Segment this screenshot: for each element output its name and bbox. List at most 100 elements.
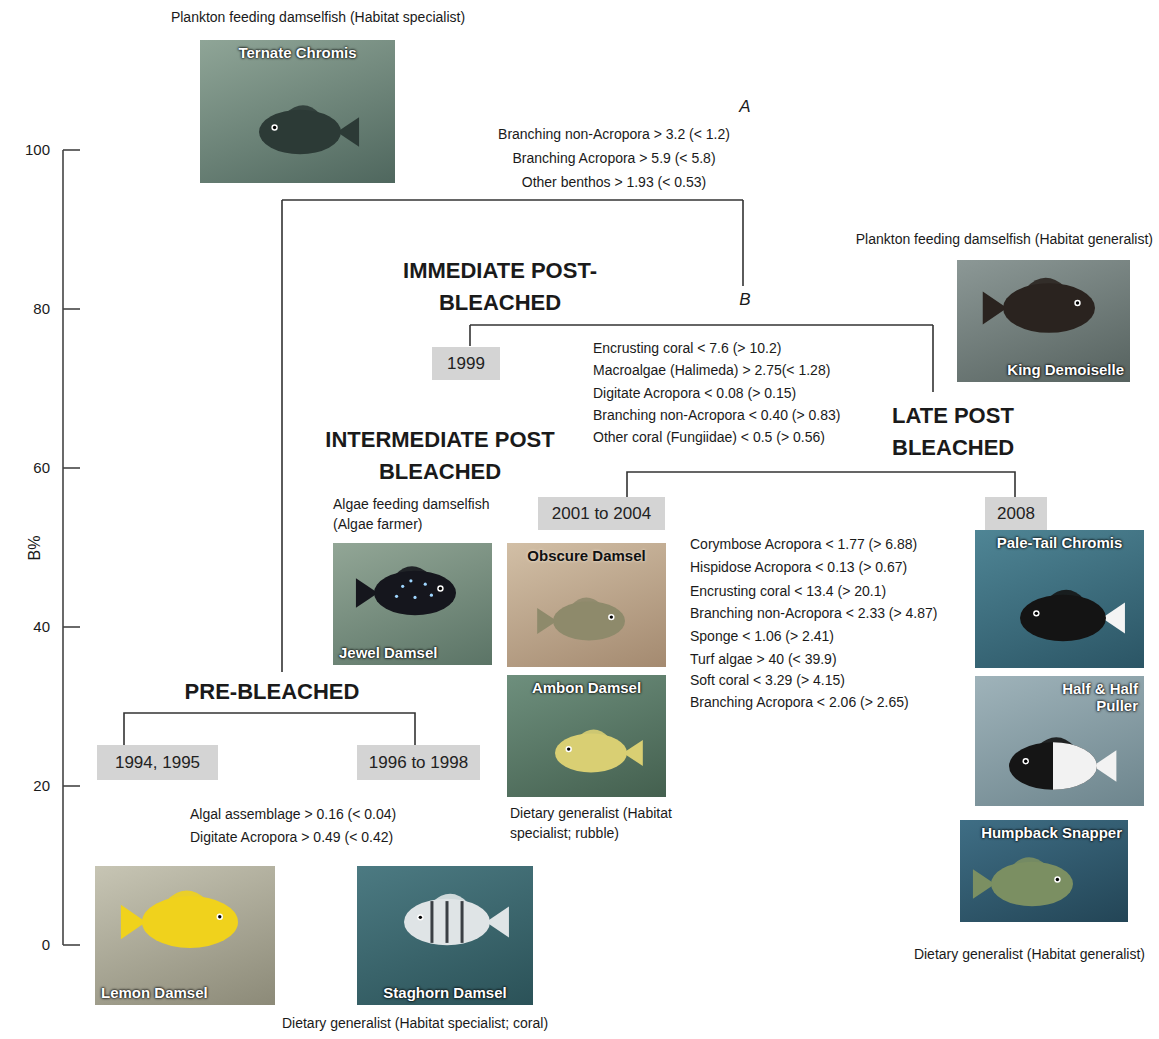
fish-eye (1033, 610, 1039, 616)
split-criterion: Turf algae > 40 (< 39.9) (690, 651, 837, 668)
branch-line (469, 325, 471, 346)
fish-pattern (461, 901, 464, 943)
fish-name: Obscure Damsel (513, 547, 660, 564)
axis-tick (63, 944, 80, 946)
fish-eye (1074, 300, 1080, 306)
fish-eye (1056, 878, 1059, 881)
fish-name: Lemon Damsel (101, 984, 269, 1001)
axis-tick (63, 149, 80, 151)
fish-illustration (200, 40, 395, 183)
axis-tick (63, 626, 80, 628)
fish-shape (973, 857, 1073, 906)
fish-body (374, 571, 456, 615)
branch-line (282, 199, 743, 201)
fish-eye (565, 746, 571, 752)
fish-eye (439, 587, 442, 590)
year-label: 2001 to 2004 (552, 504, 651, 524)
guild-caption: Algae feeding damselfish (Algae farmer) (333, 494, 513, 534)
fish-body (1009, 742, 1097, 790)
guild-caption: Dietary generalist (Habitat generalist) (914, 946, 1145, 963)
fish-body (555, 734, 627, 773)
fish-shape (555, 729, 643, 772)
fish-eye (417, 914, 423, 920)
branch-line (742, 200, 744, 286)
year-label: 2008 (997, 504, 1035, 524)
fish-shape (356, 566, 456, 615)
fish-pattern (401, 585, 404, 588)
split-criterion: Branching non-Acropora > 3.2 (< 1.2) (498, 126, 730, 143)
axis-tick (63, 467, 80, 469)
fish-eye (273, 126, 276, 129)
fish-eye (271, 124, 277, 130)
axis-tick-label: 60 (33, 459, 50, 477)
fish-pattern (1053, 742, 1097, 790)
fish-eye (1023, 758, 1029, 764)
fish-name: Ternate Chromis (206, 44, 389, 61)
split-criterion: Encrusting coral < 13.4 (> 20.1) (690, 583, 886, 600)
year-label: 1999 (447, 354, 485, 374)
branch-line (281, 200, 283, 672)
period-heading: PRE-BLEACHED (185, 679, 360, 705)
fish-pattern (430, 594, 433, 597)
fish-body (404, 899, 490, 945)
fish-photo: Jewel Damsel (333, 543, 492, 665)
node-letter: B (739, 290, 750, 310)
fish-shape (404, 894, 509, 945)
year-box: 1999 (432, 347, 500, 380)
split-criterion: Macroalgae (Halimeda) > 2.75(< 1.28) (593, 362, 830, 379)
year-label: 1996 to 1998 (369, 753, 468, 773)
fish-name: Jewel Damsel (339, 644, 486, 661)
fish-photo: Humpback Snapper (960, 820, 1128, 922)
fish-body (1020, 595, 1106, 641)
fish-photo: Staghorn Damsel (357, 866, 533, 1005)
fish-eye (218, 915, 221, 918)
fish-shape (983, 278, 1095, 333)
node-letter: A (739, 97, 750, 117)
branch-line (470, 324, 933, 326)
period-heading: IMMEDIATE POST-BLEACHED (375, 255, 625, 319)
fish-eye (1024, 760, 1027, 763)
fish-eye (1054, 876, 1060, 882)
fish-shape (537, 597, 625, 640)
fish-pattern (446, 901, 449, 943)
split-criterion: Other benthos > 1.93 (< 0.53) (522, 174, 706, 191)
fish-photo: King Demoiselle (957, 260, 1130, 382)
period-heading: INTERMEDIATE POST BLEACHED (300, 424, 580, 488)
year-box: 1996 to 1998 (357, 745, 480, 780)
y-axis (63, 150, 80, 945)
axis-tick-label: 0 (42, 936, 50, 954)
split-criterion: Sponge < 1.06 (> 2.41) (690, 628, 834, 645)
fish-photo: Obscure Damsel (507, 543, 666, 667)
fish-body (1003, 283, 1095, 333)
split-criterion: Digitate Acropora < 0.08 (> 0.15) (593, 385, 796, 402)
split-criterion: Branching Acropora > 5.9 (< 5.8) (512, 150, 715, 167)
fish-shape (121, 891, 238, 948)
guild-caption: Dietary generalist (Habitat specialist; … (282, 1015, 548, 1032)
axis-tick-label: 20 (33, 777, 50, 795)
dendrogram-branches (282, 200, 933, 672)
fish-photo: Lemon Damsel (95, 866, 275, 1005)
split-criterion: Encrusting coral < 7.6 (> 10.2) (593, 340, 781, 357)
split-criterion: Branching non-Acropora < 0.40 (> 0.83) (593, 407, 841, 424)
fish-name: King Demoiselle (963, 361, 1124, 378)
guild-caption: Plankton feeding damselfish (Habitat gen… (856, 231, 1153, 248)
fish-eye (608, 614, 614, 620)
fish-shape (259, 105, 359, 154)
fish-shape (1020, 590, 1125, 641)
axis-line (62, 150, 64, 945)
axis-tick-label: 40 (33, 618, 50, 636)
fish-eye (567, 747, 570, 750)
axis-tick (63, 785, 80, 787)
split-criterion: Branching Acropora < 2.06 (> 2.65) (690, 694, 909, 711)
split-criterion: Algal assemblage > 0.16 (< 0.04) (190, 806, 396, 823)
fish-pattern (424, 583, 427, 586)
axis-tick-label: 100 (25, 141, 50, 159)
split-criterion: Soft coral < 3.29 (> 4.15) (690, 672, 845, 689)
split-criterion: Corymbose Acropora < 1.77 (> 6.88) (690, 536, 917, 553)
fish-body (991, 862, 1073, 906)
fish-eye (437, 585, 443, 591)
fish-eye (1035, 612, 1038, 615)
branch-line (932, 325, 934, 392)
fish-pattern (430, 901, 433, 943)
fish-name: Humpback Snapper (966, 824, 1122, 841)
